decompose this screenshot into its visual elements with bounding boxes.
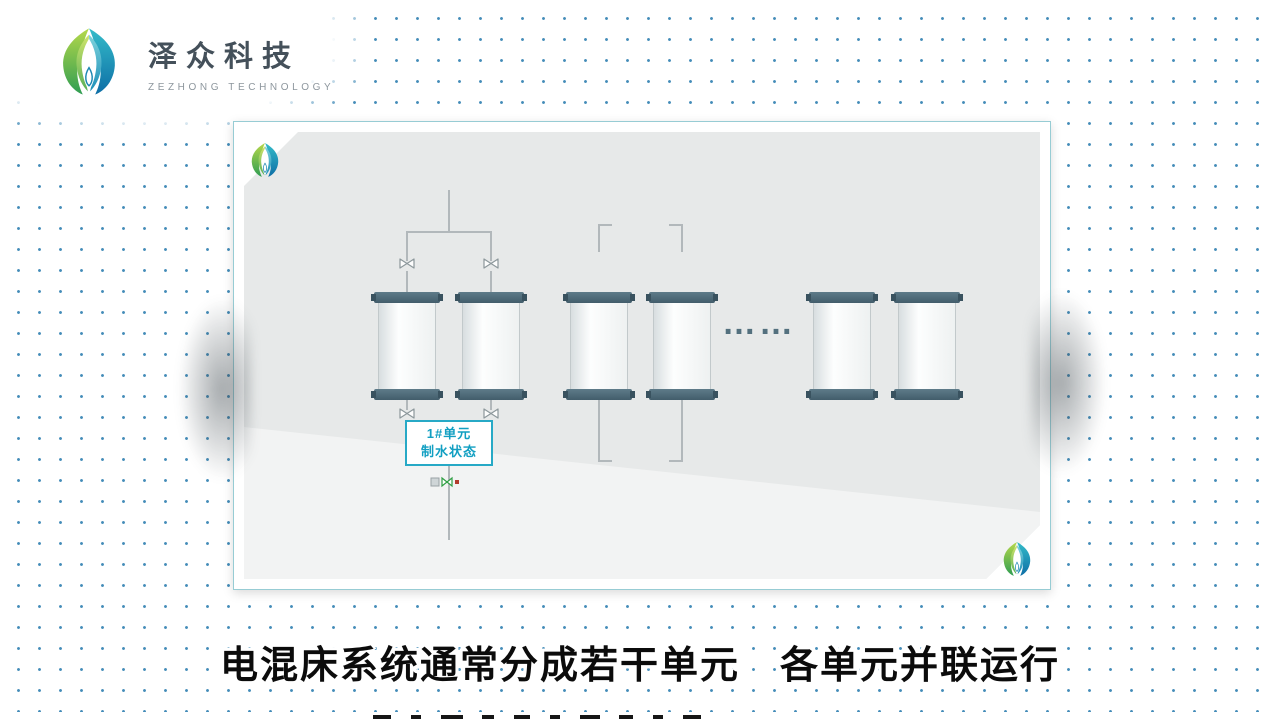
brand-backdrop: [0, 0, 370, 135]
pipe-segment: [598, 224, 600, 252]
card-corner-logo-icon: [1001, 541, 1033, 578]
vessel: [374, 292, 440, 400]
pipe-segment: [681, 400, 683, 462]
brand-logo-icon: [58, 26, 120, 99]
pipe-segment: [669, 224, 683, 226]
diagram-panel: …… 1#单元 制水状态: [244, 132, 1040, 579]
ellipsis-dots: ……: [722, 304, 796, 342]
pipe-segment: [406, 271, 408, 292]
slide-card: …… 1#单元 制水状态: [233, 121, 1051, 590]
pipe-segment: [490, 271, 492, 292]
brand-text: 泽众科技 ZEZHONG TECHNOLOGY: [148, 33, 334, 93]
pipe-segment: [406, 231, 408, 261]
brand-header: 泽众科技 ZEZHONG TECHNOLOGY: [58, 26, 334, 99]
pipe-segment: [681, 224, 683, 252]
pipe-segment: [448, 190, 450, 232]
unit-number: 1#单元: [426, 426, 472, 442]
vessel: [894, 292, 960, 400]
vessel: [649, 292, 715, 400]
brand-name: 泽众科技: [148, 40, 301, 73]
pipe-segment: [406, 231, 492, 233]
pipe-segment: [598, 400, 600, 462]
unit-status-label: 1#单元 制水状态: [405, 420, 493, 466]
pipe-segment: [448, 466, 450, 540]
valve-icon: [399, 258, 415, 269]
pipe-segment: [406, 400, 408, 410]
caption-text: 电混床系统通常分成若干单元 各单元并联运行: [219, 645, 1060, 687]
next-caption-peek: [372, 714, 702, 720]
card-corner-logo-icon: [249, 142, 281, 179]
brand-subtitle: ZEZHONG TECHNOLOGY: [148, 81, 335, 93]
vessel: [809, 292, 875, 400]
unit-state: 制水状态: [420, 444, 477, 459]
pipe-segment: [598, 460, 612, 462]
valve-icon: [399, 408, 415, 419]
mini-valve-status-icon: [430, 474, 462, 490]
pipe-segment: [669, 460, 683, 462]
pipe-segment: [490, 231, 492, 261]
vessel: [458, 292, 524, 400]
pipe-segment: [490, 400, 492, 410]
pipe-segment: [598, 224, 612, 226]
vessel: [566, 292, 632, 400]
valve-icon: [483, 408, 499, 419]
valve-icon: [483, 258, 499, 269]
